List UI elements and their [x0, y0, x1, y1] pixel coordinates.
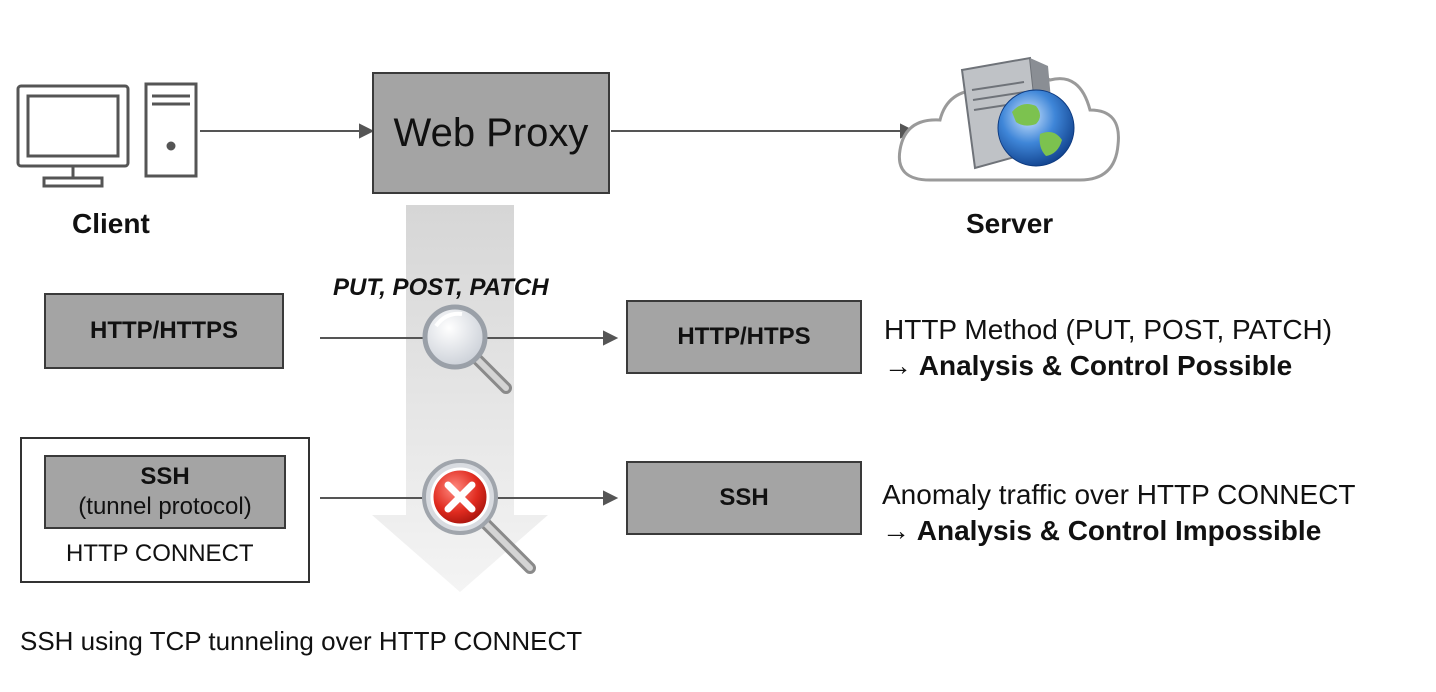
- ssh-source-box: SSH (tunnel protocol): [44, 455, 286, 529]
- cloud-server-icon: [897, 56, 1120, 182]
- web-proxy-box: Web Proxy: [372, 72, 610, 194]
- http-note: HTTP Method (PUT, POST, PATCH) → Analysi…: [884, 312, 1332, 384]
- web-proxy-label: Web Proxy: [393, 110, 589, 155]
- ssh-note-line2: → Analysis & Control Impossible: [882, 515, 1322, 546]
- magnifier-icon: [422, 304, 512, 394]
- monitor-icon: [16, 84, 130, 188]
- ssh-dest-label: SSH: [719, 484, 769, 511]
- client-label: Client: [72, 208, 150, 239]
- methods-label: PUT, POST, PATCH: [333, 274, 549, 301]
- http-dest-box: HTTP/HTPS: [626, 300, 862, 374]
- ssh-note-line1: Anomaly traffic over HTTP CONNECT: [882, 479, 1356, 510]
- tower-icon: [144, 82, 198, 178]
- blocked-magnifier-icon: [422, 459, 536, 574]
- http-note-line1: HTTP Method (PUT, POST, PATCH): [884, 314, 1333, 345]
- server-label: Server: [966, 208, 1054, 239]
- http-connect-label: HTTP CONNECT: [66, 540, 254, 567]
- inspection-arrow: [372, 205, 548, 592]
- http-dest-label: HTTP/HTPS: [677, 323, 811, 350]
- ssh-source-subtitle: (tunnel protocol): [78, 493, 252, 520]
- flow-arrows: [200, 123, 916, 506]
- http-source-box: HTTP/HTTPS: [44, 293, 284, 369]
- http-source-label: HTTP/HTTPS: [90, 317, 238, 344]
- ssh-dest-box: SSH: [626, 461, 862, 535]
- http-note-line2: → Analysis & Control Possible: [884, 350, 1293, 381]
- ssh-source-title: SSH: [140, 463, 190, 490]
- caption: SSH using TCP tunneling over HTTP CONNEC…: [20, 626, 583, 656]
- ssh-note: Anomaly traffic over HTTP CONNECT → Anal…: [882, 477, 1356, 549]
